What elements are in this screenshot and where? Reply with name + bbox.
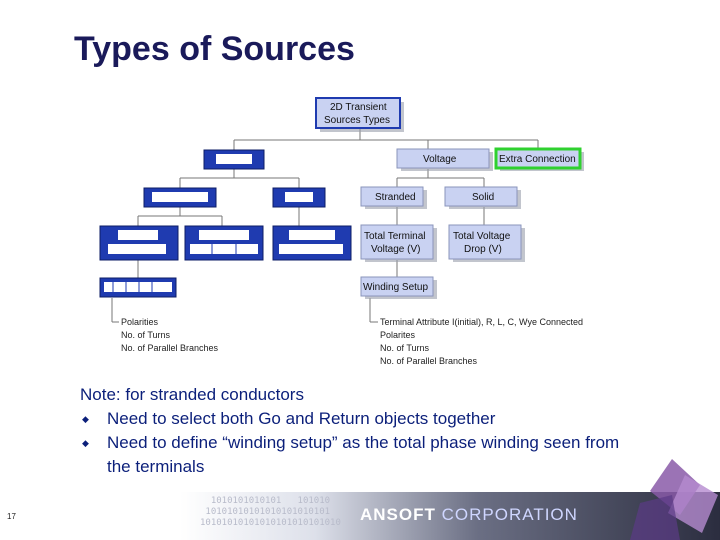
total-voltage-label-2: Drop (V): [464, 244, 502, 255]
total-voltage-drop-node: Total Voltage Drop (V): [448, 224, 522, 260]
total-terminal-label-2: Voltage (V): [371, 244, 420, 255]
right-note-turns: No. of Turns: [380, 343, 430, 353]
binary-background-pattern: 1010101010101 101010 1010101010101010101…: [200, 496, 341, 528]
note-bullet-2: ◆ Need to define “winding setup” as the …: [80, 431, 627, 479]
right-note-polarites: Polarites: [380, 330, 416, 340]
stranded-node-label: Stranded: [375, 192, 416, 203]
root-node: 2D Transient Sources Types: [315, 97, 401, 129]
root-node-label-1: 2D Transient: [330, 102, 387, 113]
total-voltage-label-1: Total Voltage: [453, 231, 511, 242]
solid-node: Solid: [444, 186, 518, 207]
solid-node-label: Solid: [472, 192, 494, 203]
extra-connection-node: Extra Connection: [494, 147, 582, 170]
brand-suffix: CORPORATION: [441, 505, 578, 524]
root-node-label-2: Sources Types: [324, 115, 390, 126]
bullet-diamond-icon: ◆: [82, 438, 89, 448]
brand-name: ANSOFT: [360, 505, 436, 524]
brand-logo: ANSOFT CORPORATION: [360, 505, 578, 525]
left-note-branches: No. of Parallel Branches: [121, 343, 219, 353]
footer-gradient-band: [180, 492, 720, 540]
left-note-turns: No. of Turns: [121, 330, 171, 340]
right-note-branches: No. of Parallel Branches: [380, 356, 478, 366]
note-bullet-2-text: Need to define “winding setup” as the to…: [107, 433, 620, 476]
decorative-prism-graphic: [630, 459, 718, 540]
total-terminal-voltage-node: Total Terminal Voltage (V): [360, 224, 434, 260]
stranded-node: Stranded: [360, 186, 424, 207]
winding-setup-node: Winding Setup: [360, 276, 434, 297]
note-bullet-1-text: Need to select both Go and Return object…: [107, 409, 496, 428]
extra-connection-node-label: Extra Connection: [499, 154, 576, 165]
voltage-node-label: Voltage: [423, 154, 457, 165]
note-bullet-1: ◆ Need to select both Go and Return obje…: [80, 407, 627, 431]
total-terminal-label-1: Total Terminal: [364, 231, 426, 242]
stranded-note: Note: for stranded conductors ◆ Need to …: [80, 383, 627, 479]
page-title: Types of Sources: [74, 30, 355, 68]
note-heading: Note: for stranded conductors: [80, 385, 304, 404]
source-types-tree-diagram: 2D Transient Sources Types Voltage Extra…: [99, 97, 584, 366]
left-note-polarities: Polarities: [121, 317, 159, 327]
page-number: 17: [7, 512, 16, 521]
bullet-diamond-icon: ◆: [82, 414, 89, 424]
voltage-node: Voltage: [396, 148, 490, 169]
winding-setup-node-label: Winding Setup: [363, 282, 428, 293]
right-note-terminal-attribute: Terminal Attribute I(initial), R, L, C, …: [380, 317, 583, 327]
